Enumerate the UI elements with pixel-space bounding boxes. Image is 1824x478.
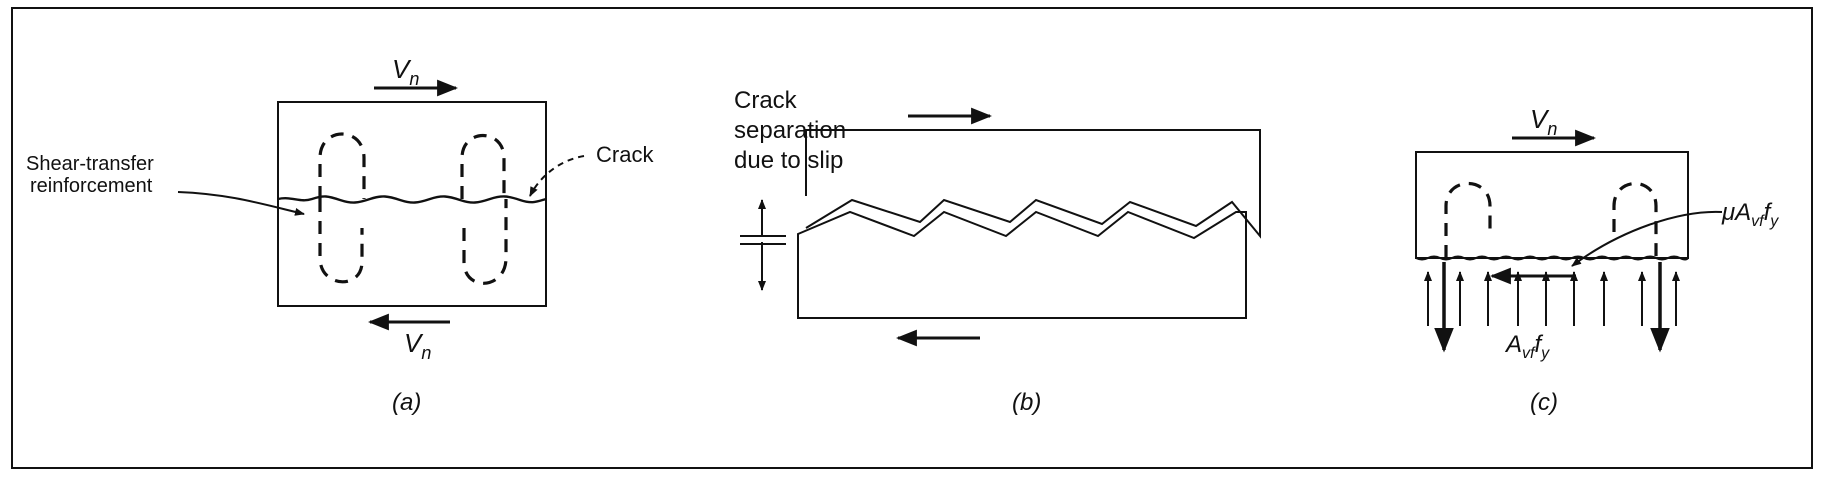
panel-c-tension-label: Avffy <box>1504 331 1550 362</box>
panel-c-friction-label: μAvffy <box>1721 199 1779 230</box>
panel-b-slip-label: Crack separation due to slip <box>734 87 853 174</box>
panel-c-block <box>1415 151 1689 259</box>
panel-a-crack-leader <box>529 155 585 197</box>
panel-c-caption: (c) <box>1530 389 1558 416</box>
panel-a-stirrup-left-top <box>318 132 366 199</box>
panel-b-lower-block <box>797 210 1247 319</box>
panel-a-reinforcement-leader <box>177 191 305 216</box>
figure-frame <box>11 7 1813 469</box>
panel-a-stirrup-right-bottom <box>462 199 508 285</box>
panel-a-top-shear-label: Vn <box>392 54 419 89</box>
panel-b: Crack separation due to slip (b) <box>734 87 1261 416</box>
panel-a-reinforcement-label: Shear-transfer reinforcement <box>26 153 159 197</box>
panel-a-caption: (a) <box>392 389 421 416</box>
panel-a-block <box>277 101 547 307</box>
panel-a-crack-line <box>277 195 547 204</box>
panel-c-top-shear-label: Vn <box>1530 104 1557 139</box>
panel-a: Vn Vn Shear-transfer reinforcement Crack… <box>26 54 654 416</box>
panel-b-upper-block <box>805 129 1261 239</box>
panel-a-stirrup-right-top <box>460 134 506 199</box>
panel-c-crack-line <box>1415 255 1689 261</box>
panel-c: Vn μAvffy Avffy (c) <box>1415 104 1779 416</box>
panel-c-stirrup-left <box>1444 182 1492 258</box>
panel-c-compression-arrows <box>1424 271 1680 326</box>
panel-a-bottom-shear-label: Vn <box>404 328 431 363</box>
panel-c-friction-leader <box>1571 210 1723 267</box>
panel-c-stirrup-right <box>1612 182 1658 258</box>
panel-a-stirrup-left-bottom <box>318 199 364 284</box>
panel-b-caption: (b) <box>1012 389 1041 416</box>
panel-a-crack-label: Crack <box>596 142 654 167</box>
